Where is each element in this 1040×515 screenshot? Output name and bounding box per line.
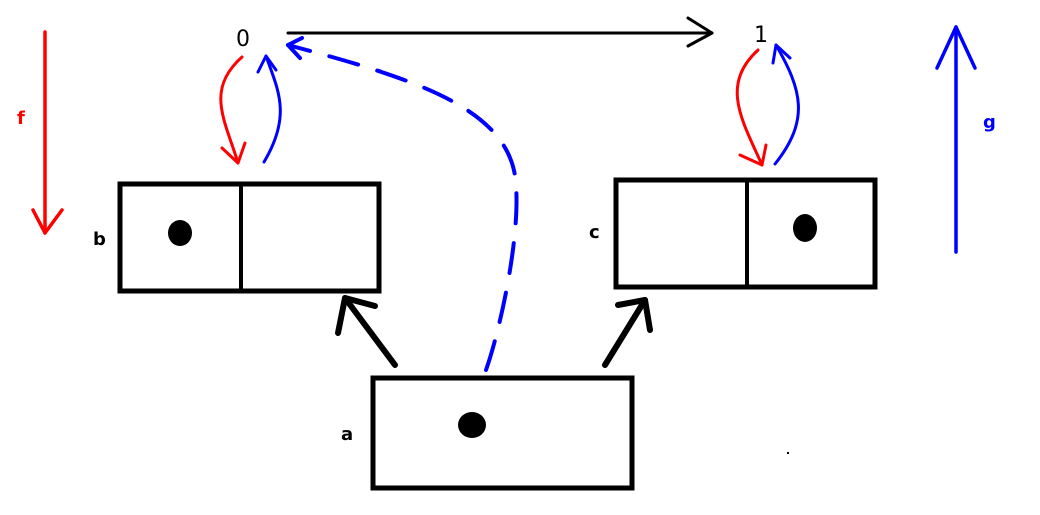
g-label: g [983, 112, 996, 133]
f-label: f [17, 108, 25, 129]
node-zero-label: 0 [236, 27, 250, 52]
box-c-label: c [589, 222, 600, 243]
node-one-label: 1 [754, 23, 768, 48]
arrow-zero-to-b-f [219, 55, 247, 165]
arrow-a-to-zero-dashed [286, 36, 519, 372]
box-b-dot [168, 220, 192, 246]
arrow-c-to-one-g [771, 43, 800, 166]
arrow-zero-to-one [286, 16, 714, 48]
arrow-a-to-b [335, 295, 398, 368]
box-b-label: b [93, 229, 106, 250]
box-a-dot [458, 412, 486, 438]
speck [787, 452, 789, 454]
box-a [370, 375, 635, 491]
arrow-one-to-c-f [735, 48, 768, 167]
box-c [613, 177, 878, 290]
box-c-dot [793, 214, 817, 242]
arrow-a-to-c [602, 297, 653, 368]
arrow-b-to-zero-g [256, 54, 282, 164]
f-direction-arrow [31, 30, 64, 235]
box-b [117, 181, 382, 294]
g-direction-arrow [935, 25, 977, 254]
box-a-label: a [341, 424, 353, 445]
